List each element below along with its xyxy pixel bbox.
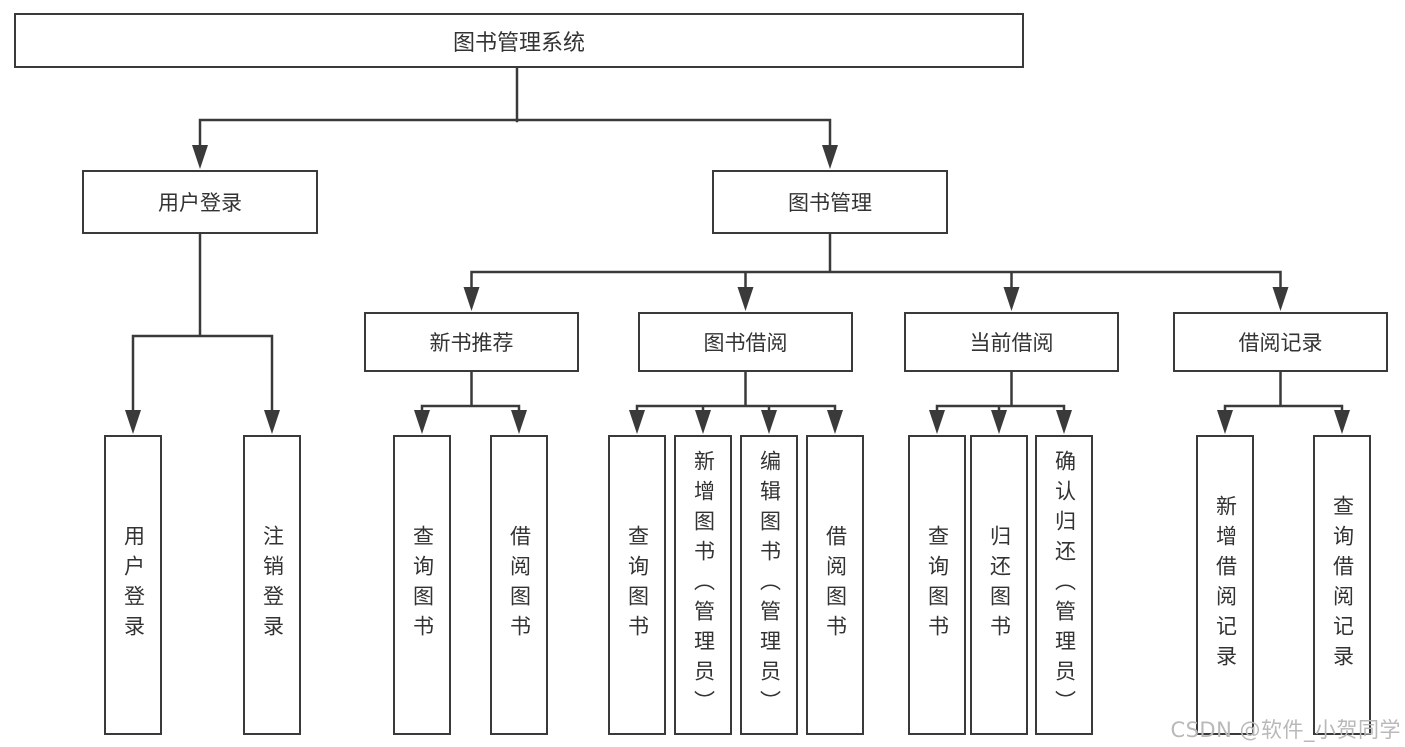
node-label: 借阅图书: [823, 525, 848, 645]
node-book-management: 图书管理: [712, 170, 948, 234]
node-label: 查询借阅记录: [1330, 495, 1355, 675]
arrowhead-icon: [929, 410, 945, 434]
arrowhead-icon: [1217, 410, 1233, 434]
arrowhead-icon: [192, 145, 208, 169]
leaf-current-confirm-return-admin: 确认归还（管理员）: [1035, 435, 1093, 735]
leaf-borrowing-borrow-book: 借阅图书: [806, 435, 864, 735]
node-label: 查询图书: [625, 525, 650, 645]
arrowhead-icon: [695, 410, 711, 434]
arrowhead-icon: [827, 410, 843, 434]
node-current-borrowing: 当前借阅: [904, 312, 1119, 372]
arrowhead-icon: [1272, 287, 1289, 311]
node-label: 查询图书: [925, 525, 950, 645]
leaf-recommend-borrow-book: 借阅图书: [490, 435, 548, 735]
arrowhead-icon: [761, 410, 777, 434]
leaf-current-query-book: 查询图书: [908, 435, 966, 735]
leaf-borrowing-edit-book-admin: 编辑图书（管理员）: [740, 435, 798, 735]
node-label: 用户登录: [158, 191, 242, 215]
leaf-current-return-book: 归还图书: [970, 435, 1028, 735]
node-borrowing-records: 借阅记录: [1173, 312, 1388, 372]
node-book-borrowing: 图书借阅: [638, 312, 853, 372]
arrowhead-icon: [1334, 410, 1350, 434]
node-label: 新书推荐: [429, 331, 514, 355]
arrowhead-icon: [629, 410, 645, 434]
node-label: 新增借阅记录: [1213, 495, 1238, 675]
watermark: CSDN @软件_小贺同学: [1170, 718, 1401, 742]
arrowhead-icon: [822, 145, 838, 169]
node-label: 归还图书: [987, 525, 1012, 645]
leaf-borrowing-add-book-admin: 新增图书（管理员）: [674, 435, 732, 735]
node-library-system: 图书管理系统: [14, 13, 1024, 68]
leaf-logout: 注销登录: [243, 435, 301, 735]
arrowhead-icon: [125, 410, 141, 434]
node-label: 注销登录: [260, 525, 285, 645]
arrowhead-icon: [414, 410, 430, 434]
node-user-login: 用户登录: [82, 170, 318, 234]
node-new-book-recommend: 新书推荐: [364, 312, 579, 372]
arrowhead-icon: [737, 287, 754, 311]
leaf-records-add-record: 新增借阅记录: [1196, 435, 1254, 735]
node-label: 当前借阅: [969, 331, 1054, 355]
arrowhead-icon: [511, 410, 527, 434]
arrowheads: [125, 145, 1350, 434]
node-label: 图书借阅: [703, 331, 788, 355]
leaf-user-login: 用户登录: [104, 435, 162, 735]
arrowhead-icon: [1003, 287, 1020, 311]
leaf-borrowing-query-book: 查询图书: [608, 435, 666, 735]
arrowhead-icon: [264, 410, 280, 434]
node-label: 查询图书: [410, 525, 435, 645]
node-label: 图书管理: [788, 191, 872, 215]
node-label: 确认归还（管理员）: [1052, 450, 1077, 720]
arrowhead-icon: [1056, 410, 1072, 434]
node-label: 用户登录: [121, 525, 146, 645]
arrowhead-icon: [991, 410, 1007, 434]
leaf-recommend-query-book: 查询图书: [393, 435, 451, 735]
node-label: 借阅图书: [507, 525, 532, 645]
node-label: 新增图书（管理员）: [691, 450, 716, 720]
node-label: 编辑图书（管理员）: [757, 450, 782, 720]
leaf-records-query-record: 查询借阅记录: [1313, 435, 1371, 735]
node-label: 借阅记录: [1238, 331, 1323, 355]
arrowhead-icon: [463, 287, 480, 311]
node-label: 图书管理系统: [452, 30, 585, 56]
